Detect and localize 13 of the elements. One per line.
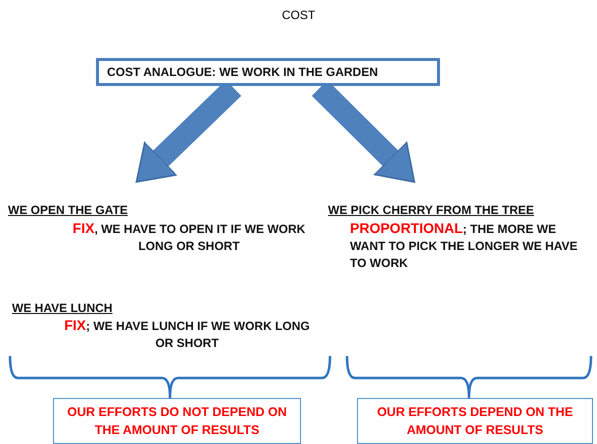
title-box xyxy=(96,58,440,86)
title: COST xyxy=(280,8,316,22)
result-text: OUR EFFORTS DO NOT DEPEND ON THE AMOUNT OF RESULTS xyxy=(66,404,288,439)
box-heading: COST ANALOGUE: WE WORK IN THE GARDEN xyxy=(106,64,379,81)
section-heading: WE HAVE LUNCH xyxy=(12,300,112,317)
section-heading: WE OPEN THE GATE xyxy=(8,202,128,219)
section-text: FIX; WE HAVE LUNCH IF WE WORK LONG OR SHORT xyxy=(63,317,311,352)
section-text: FIX, WE HAVE TO OPEN IT IF WE WORK LONG OR SHORT xyxy=(72,220,306,255)
result-text: OUR EFFORTS DEPEND ON THE AMOUNT OF RESULTS xyxy=(376,404,574,439)
section-text: PROPORTIONAL; THE MORE WE WANT TO PICK THE LONGER WE HAVE TO WORK xyxy=(350,220,579,272)
result-box xyxy=(357,398,593,444)
section-heading: WE PICK CHERRY FROM THE TREE xyxy=(328,202,534,219)
result-box xyxy=(53,398,301,444)
